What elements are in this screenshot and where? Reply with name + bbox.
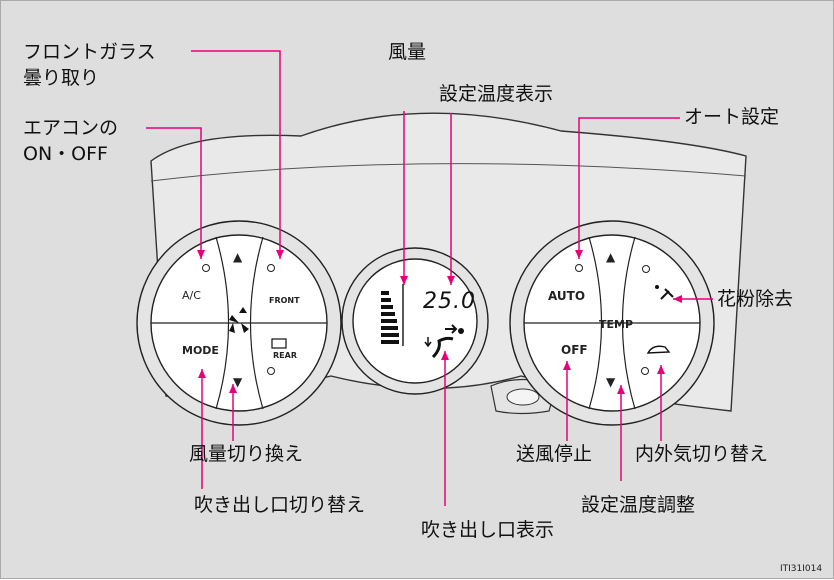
- temp-down-button[interactable]: ▼: [606, 375, 616, 389]
- label-front-defog-1: フロントガラス: [23, 41, 156, 63]
- fan-level-bars: [381, 291, 399, 344]
- label-vent-display: 吹き出し口表示: [421, 519, 555, 541]
- auto-button[interactable]: AUTO: [548, 289, 586, 303]
- rear-defog-button[interactable]: REAR: [273, 351, 297, 360]
- ac-button[interactable]: A/C: [182, 289, 201, 302]
- temp-up-button[interactable]: ▲: [606, 250, 616, 264]
- temperature-readout: 25.0: [423, 289, 476, 314]
- vent-mode-icon: [431, 336, 454, 359]
- figure-id: ITI31I014: [780, 564, 823, 574]
- pollen-icon: [660, 288, 674, 300]
- label-set-temp-display: 設定温度表示: [439, 83, 554, 105]
- leader-lines: [146, 50, 713, 506]
- rear-defog-icon: [271, 338, 287, 349]
- label-auto: オート設定: [684, 106, 780, 128]
- label-vent-select: 吹き出し口切り替え: [194, 494, 366, 516]
- label-ac-2: ON・OFF: [23, 143, 108, 165]
- fan-icon: [229, 307, 249, 333]
- label-fan-speed: 風量: [388, 41, 427, 63]
- panel-top-line: [150, 163, 747, 182]
- label-ac-1: エアコンの: [23, 117, 119, 139]
- mode-button[interactable]: MODE: [182, 344, 219, 357]
- temp-label: TEMP: [599, 318, 634, 331]
- fan-off-button[interactable]: OFF: [561, 343, 588, 357]
- center-display: [341, 247, 489, 395]
- left-dial: [136, 220, 342, 426]
- front-defog-button[interactable]: FRONT: [269, 296, 300, 305]
- label-front-defog-2: 曇り取り: [23, 67, 100, 89]
- fan-down-button[interactable]: ▼: [233, 375, 243, 389]
- label-fan-off: 送風停止: [516, 443, 593, 465]
- label-temp-adjust: 設定温度調整: [581, 494, 696, 516]
- label-recirc: 内外気切り替え: [635, 443, 769, 465]
- label-fan-switch: 風量切り換え: [189, 443, 304, 465]
- fan-up-button[interactable]: ▲: [233, 250, 243, 264]
- recirculation-icon: [646, 345, 671, 354]
- label-pollen: 花粉除去: [717, 288, 794, 310]
- leader-arrowheads: [197, 250, 682, 394]
